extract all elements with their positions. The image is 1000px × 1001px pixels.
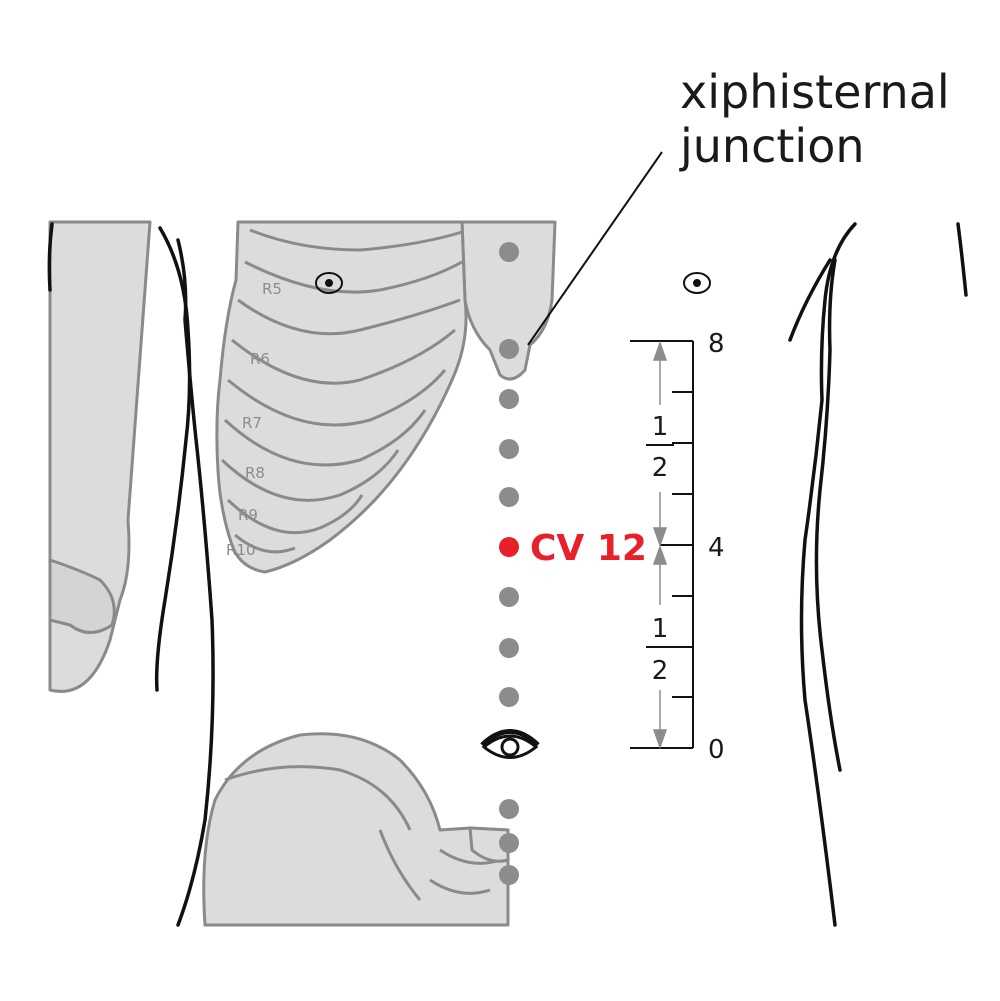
midline-dot [499,833,519,853]
upper-fraction-denominator: 2 [652,453,669,483]
midline-dot [499,439,519,459]
nipple-icon-left [315,272,343,294]
skeleton [48,220,557,927]
nipple-icon-right [683,272,711,294]
navel-eye-icon [480,729,540,759]
rib-label-r5: R5 [262,280,282,298]
midline-dot [499,865,519,885]
midline-dot [499,487,519,507]
cv12-label: CV 12 [530,528,647,569]
scale-value-top: 8 [708,329,725,359]
midline-dot [499,339,519,359]
rib-label-r8: R8 [245,464,265,482]
pelvis-bone [202,732,510,927]
body-outline [47,222,968,927]
lower-fraction-denominator: 2 [652,656,669,686]
rib-label-r7: R7 [242,414,262,432]
midline-dot [499,587,519,607]
measurement-scale: 1 2 1 2 8 4 0 [630,329,725,765]
rib-label-r9: R9 [238,506,258,524]
rib-cage [215,220,468,574]
upper-fraction-numerator: 1 [652,412,669,442]
midline-dot [499,638,519,658]
rib-label-r6: R6 [250,350,270,368]
scale-value-bottom: 0 [708,735,725,765]
annotation-line1: xiphisternal [680,65,950,119]
rib-label-r10: R10 [226,541,256,559]
midline-dots [499,242,519,885]
annotation-line2: junction [679,119,865,173]
scale-value-middle: 4 [708,533,725,563]
midline-dot [499,389,519,409]
midline-dot [499,799,519,819]
forearm-joint [48,558,116,634]
midline-dot [499,242,519,262]
midline-dot [499,687,519,707]
cv12-point [499,537,519,557]
lower-fraction-numerator: 1 [652,614,669,644]
annotation-leader-line [527,151,663,346]
